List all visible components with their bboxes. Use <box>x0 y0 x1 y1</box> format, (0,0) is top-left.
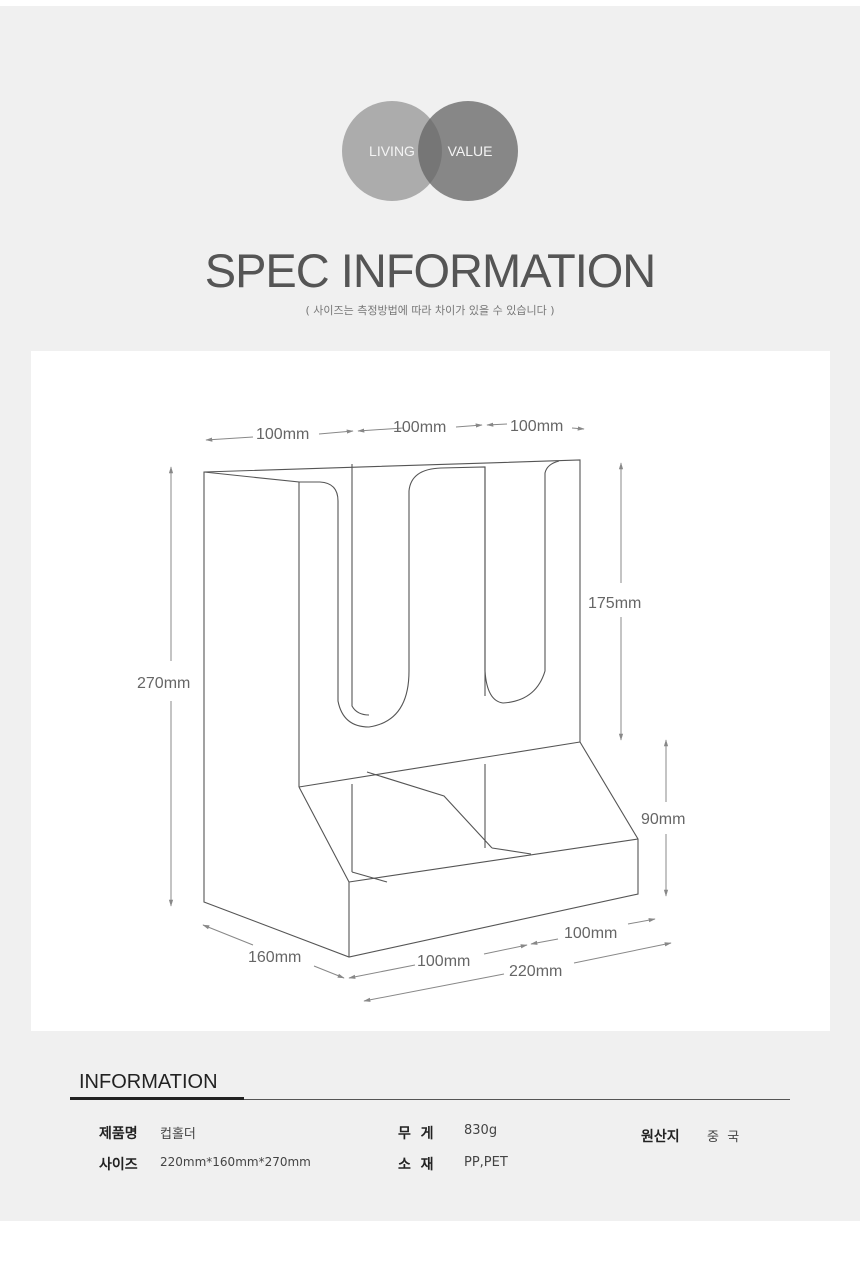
size-label: 사이즈 <box>99 1157 138 1173</box>
dim-bottom-right: 100mm <box>564 925 617 942</box>
value-badge: VALUE <box>418 101 518 201</box>
weight-label: 무 게 <box>398 1126 434 1142</box>
origin-label: 원산지 <box>641 1129 680 1145</box>
dim-upper-height: 175mm <box>588 595 641 612</box>
weight-value: 830g <box>464 1123 498 1138</box>
dim-top-left: 100mm <box>256 426 309 443</box>
spec-title: SPEC INFORMATION <box>204 244 657 297</box>
product-name-label: 제품명 <box>99 1126 138 1142</box>
dim-top-right: 100mm <box>510 418 563 435</box>
spec-subtitle: ( 사이즈는 측정방법에 따라 차이가 있을 수 있습니다 ) <box>305 304 555 317</box>
information-heading: INFORMATION <box>79 1071 218 1093</box>
dim-bottom-left: 100mm <box>417 953 470 970</box>
dimension-drawing: 100mm 100mm 100mm 270mm 175mm 90mm 160mm… <box>31 351 830 1031</box>
cup-holder-diagram: 100mm 100mm 100mm 270mm 175mm 90mm 160mm… <box>137 418 685 1002</box>
size-value: 220mm*160mm*270mm <box>160 1155 311 1169</box>
dim-lower-height: 90mm <box>641 811 685 828</box>
cup-holder-outline <box>203 459 639 958</box>
dim-total-height: 270mm <box>137 675 190 692</box>
dim-depth: 160mm <box>248 949 301 966</box>
material-label: 소 재 <box>398 1157 434 1173</box>
information-underline <box>70 1097 244 1100</box>
dimension-lines <box>168 422 672 1002</box>
living-label: LIVING <box>369 143 415 159</box>
dim-top-middle: 100mm <box>393 419 446 436</box>
material-value: PP,PET <box>464 1155 508 1170</box>
origin-value: 중 국 <box>707 1130 740 1145</box>
information-rule <box>70 1099 790 1100</box>
dim-total-width: 220mm <box>509 963 562 980</box>
value-label: VALUE <box>447 143 493 159</box>
product-name-value: 컵홀더 <box>160 1127 196 1142</box>
